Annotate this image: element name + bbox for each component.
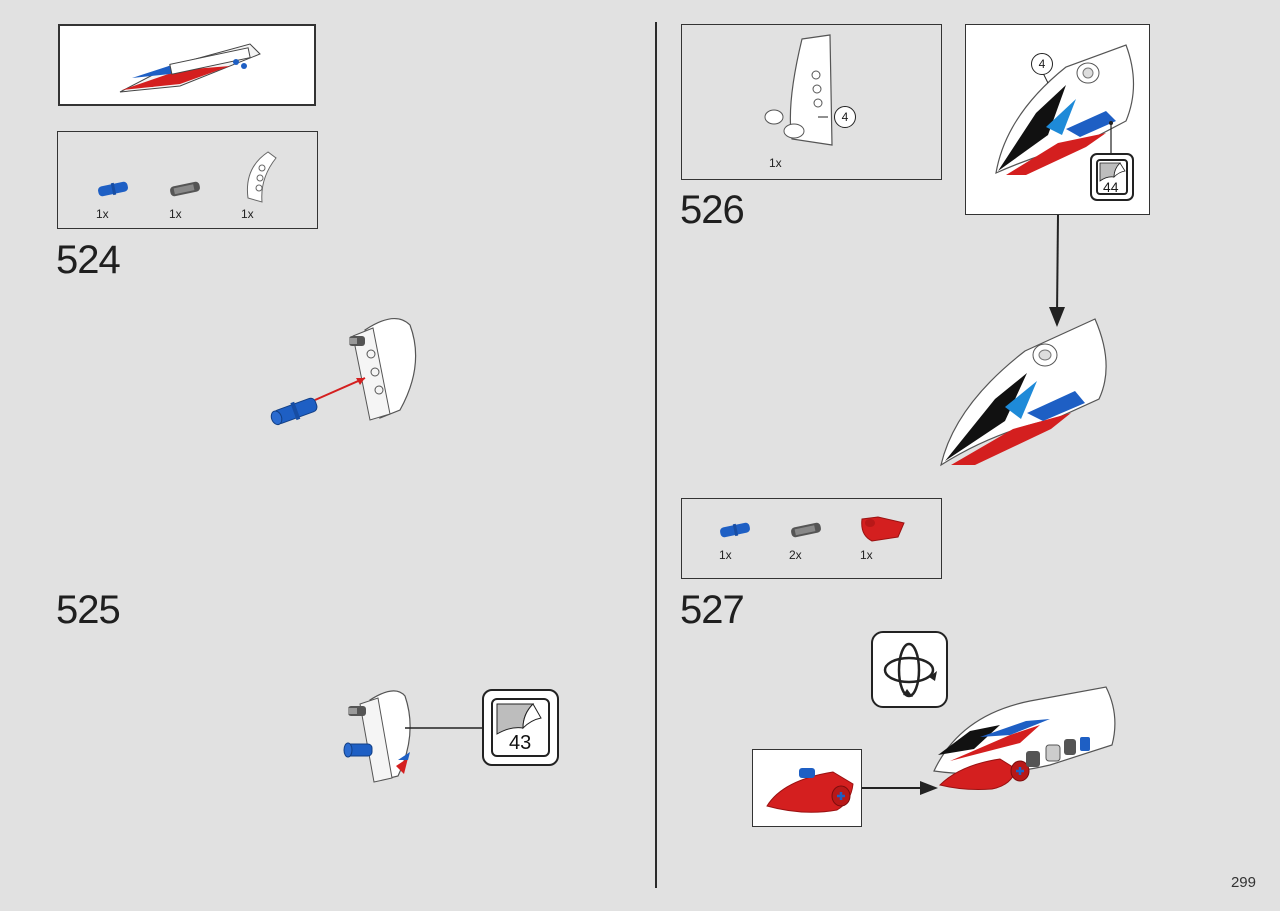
- sticker-peel-icon: [1099, 162, 1126, 182]
- white-panel-frame-part-icon: [764, 34, 833, 146]
- parts-list-526: 4 1x: [681, 24, 942, 180]
- callout-label: 4: [841, 110, 849, 124]
- blue-pin-part-icon: [720, 522, 750, 538]
- sticker-badge-43: 43: [482, 689, 559, 766]
- sticker-tile: 44: [1096, 159, 1128, 195]
- callout-circle: 4: [1031, 53, 1053, 75]
- red-wing-detail-image: [766, 768, 854, 813]
- part-qty: 2x: [789, 548, 802, 562]
- subassembly-model-image: [119, 43, 261, 93]
- gray-pin-part-icon: [791, 522, 821, 538]
- step-number-527: 527: [680, 588, 745, 632]
- sticker-callout-line: [405, 727, 485, 729]
- part-qty: 1x: [241, 207, 254, 221]
- sticker-tile: 43: [491, 698, 550, 757]
- sticker-peel-icon: [496, 703, 542, 735]
- part-arrow: [862, 781, 938, 795]
- gray-pin-part-icon: [170, 181, 200, 197]
- rotate-model-icon: [871, 631, 948, 708]
- sticker-badge-44: 44: [1090, 153, 1134, 201]
- page-number: 299: [1230, 874, 1256, 891]
- nose-panel-with-sticker-image: [995, 44, 1135, 175]
- white-panel-part-icon: [246, 151, 277, 203]
- parts-list-524: 1x 1x 1x: [57, 131, 318, 229]
- step-number-524: 524: [56, 238, 121, 282]
- step-525-assembly-image: [343, 690, 411, 783]
- blue-pin-part-icon: [98, 181, 128, 197]
- red-part-callout: [752, 749, 862, 827]
- subassembly-preview: [58, 24, 316, 106]
- parts-list-527: 1x 2x 1x: [681, 498, 942, 579]
- step-526-assembly-image: [940, 318, 1107, 467]
- step-527-assembly-image: [933, 686, 1116, 790]
- part-qty: 1x: [169, 207, 182, 221]
- sticker-number: 44: [1103, 179, 1119, 195]
- part-qty: 1x: [96, 207, 109, 221]
- step-526-detail-callout: 4 44: [965, 24, 1150, 215]
- part-qty: 1x: [860, 548, 873, 562]
- sticker-number: 43: [509, 732, 532, 754]
- page-divider: [655, 22, 657, 888]
- part-qty: 1x: [719, 548, 732, 562]
- step-number-525: 525: [56, 588, 121, 632]
- part-qty: 1x: [769, 156, 782, 170]
- callout-label: 4: [1038, 57, 1046, 71]
- callout-arrow: [1049, 214, 1065, 327]
- rotate-arrows-icon: [883, 642, 937, 698]
- step-number-526: 526: [680, 188, 745, 232]
- callout-circle: 4: [834, 106, 856, 128]
- step-524-assembly-image: [270, 318, 417, 426]
- red-wing-part-icon: [861, 516, 905, 542]
